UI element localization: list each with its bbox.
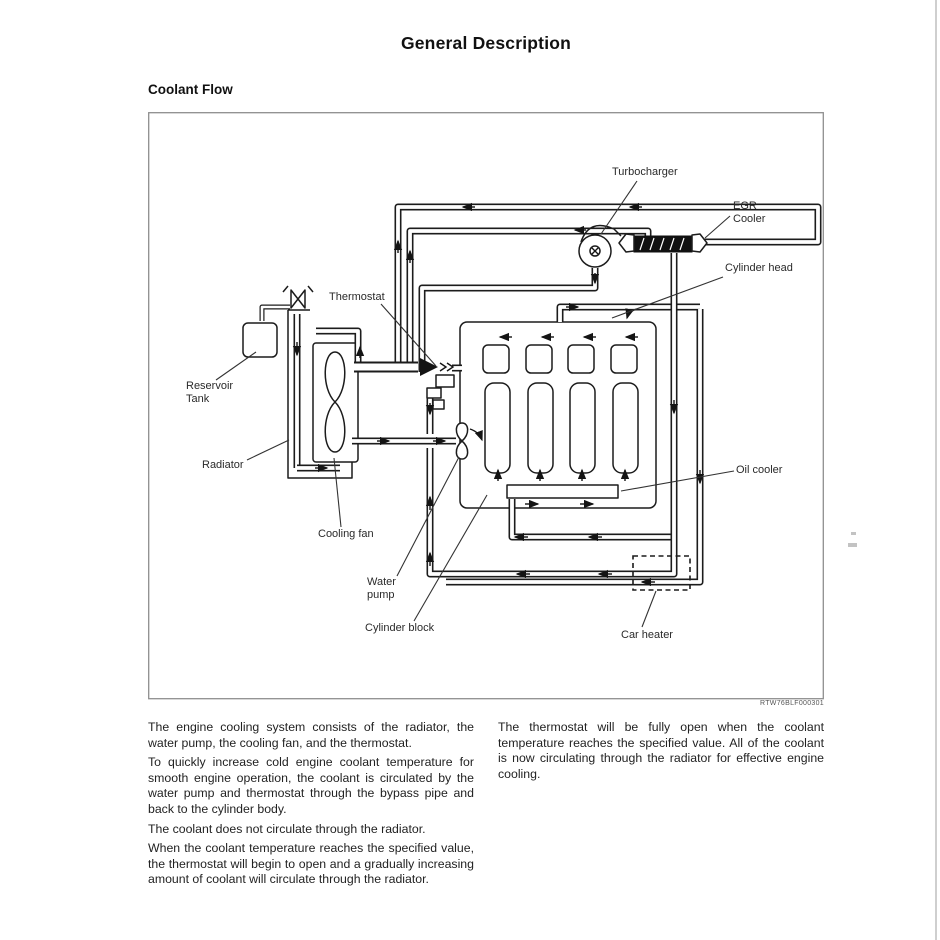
left-column: The engine cooling system consists of th… xyxy=(148,720,474,892)
section-heading: Coolant Flow xyxy=(148,82,233,97)
paragraph: When the coolant temperature reaches the… xyxy=(148,841,474,887)
figure-reference-code: RTW76BLF000301 xyxy=(760,700,824,707)
paragraph: The thermostat will be fully open when t… xyxy=(498,720,824,781)
car-heater-shape xyxy=(632,555,691,591)
diagram-label-cylinder-head: Cylinder head xyxy=(725,262,793,274)
oil-cooler-shape xyxy=(506,484,619,499)
scan-speck xyxy=(848,543,857,547)
egr-cooler-shape xyxy=(618,233,708,253)
diagram-label-water-pump: Water pump xyxy=(367,576,396,601)
right-column: The thermostat will be fully open when t… xyxy=(498,720,824,786)
turbocharger-shape xyxy=(578,224,622,268)
diagram-label-turbocharger: Turbocharger xyxy=(612,166,678,178)
diagram-label-car-heater: Car heater xyxy=(621,629,673,641)
diagram-label-egr-cooler: EGR Cooler xyxy=(733,200,766,225)
diagram-label-cylinder-block: Cylinder block xyxy=(365,622,435,634)
diagram-label-thermostat: Thermostat xyxy=(329,291,385,303)
thermostat-shape xyxy=(420,358,455,410)
coolant-flow-diagram: .po{fill:none;stroke:#1c1c1c;stroke-widt… xyxy=(148,112,824,700)
scan-speck xyxy=(851,532,856,535)
diagram-label-oil-cooler: Oil cooler xyxy=(736,464,783,476)
leader-lines xyxy=(215,180,735,628)
radiator-shape xyxy=(287,309,359,479)
flow-arrows xyxy=(292,202,705,587)
cooling-fan-shape xyxy=(324,351,346,453)
page-title: General Description xyxy=(400,33,572,53)
diagram-label-reservoir-tank: Reservoir Tank xyxy=(186,380,234,405)
page-scan-edge xyxy=(935,0,937,940)
figure-border xyxy=(148,112,824,700)
paragraph: The coolant does not circulate through t… xyxy=(148,821,426,836)
water-pump-shape xyxy=(455,422,469,460)
diagram-label-cooling-fan: Cooling fan xyxy=(318,528,374,540)
reservoir-tank-shape xyxy=(242,285,314,358)
paragraph: To quickly increase cold engine coolant … xyxy=(148,755,474,816)
paragraph: The engine cooling system consists of th… xyxy=(148,720,474,750)
engine-block-shape xyxy=(459,321,657,509)
diagram-label-radiator: Radiator xyxy=(202,459,244,471)
